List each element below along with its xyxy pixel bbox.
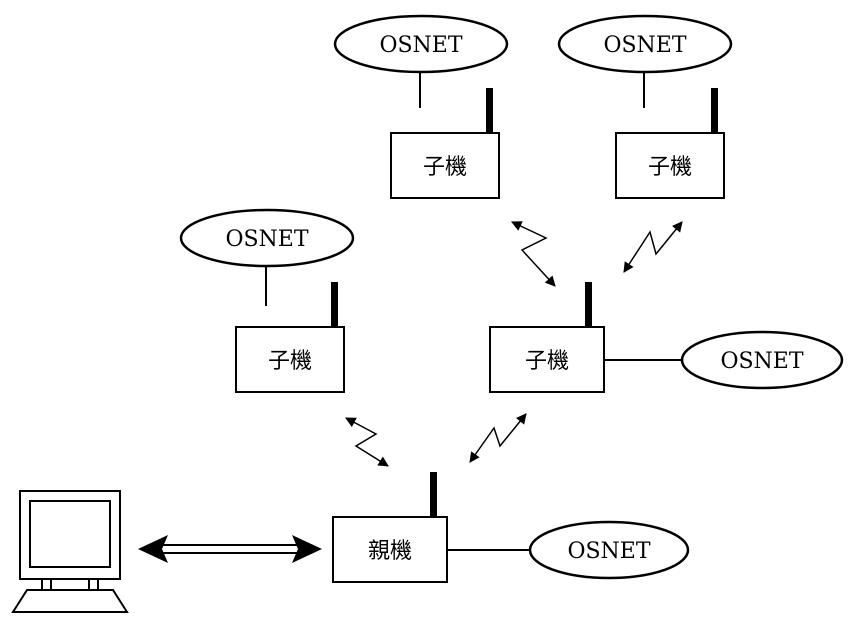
computer-icon (11, 490, 129, 613)
child-unit-top-right: 子機 OSNET (557, 14, 733, 199)
child-unit-label: 子機 (423, 155, 467, 180)
wireless-link-parent-to-right-child (469, 413, 527, 463)
monitor-stand-right (88, 578, 99, 591)
child-unit-label: 子機 (525, 349, 569, 374)
child-unit-label: 子機 (268, 349, 312, 374)
osnet-label: OSNET (603, 33, 686, 58)
parent-unit-box (332, 516, 448, 583)
osnet-node (557, 14, 733, 74)
osnet-node (333, 14, 509, 74)
child-unit-middle-left: 子機 OSNET (179, 208, 355, 393)
child-unit-top-left: 子機 OSNET (333, 14, 509, 199)
wireless-link-parent-to-left-child (345, 417, 389, 467)
antenna-icon (331, 282, 338, 327)
antenna-icon (430, 472, 437, 517)
child-unit-box (489, 326, 605, 393)
wireless-link-relay-to-top-left (511, 221, 556, 287)
osnet-node (528, 520, 690, 580)
parent-unit: 親機 OSNET (332, 472, 690, 583)
parent-unit-label: 親機 (368, 539, 412, 564)
antenna-icon (711, 88, 718, 133)
wired-connection-arrow (138, 535, 322, 563)
child-unit-box (390, 132, 500, 199)
osnet-label: OSNET (567, 539, 650, 564)
osnet-label: OSNET (225, 227, 308, 252)
osnet-label: OSNET (379, 33, 462, 58)
child-unit-box (615, 132, 725, 199)
child-unit-box (235, 326, 345, 393)
monitor-stand-left (41, 578, 52, 591)
antenna-icon (486, 88, 493, 133)
antenna-icon (585, 282, 592, 327)
keyboard (11, 589, 129, 613)
osnet-label: OSNET (720, 349, 803, 374)
child-unit-middle-right: 子機 OSNET (489, 282, 844, 393)
osnet-node (680, 330, 844, 390)
wireless-link-relay-to-top-right (623, 221, 683, 273)
monitor-screen (29, 500, 111, 568)
osnet-node (179, 208, 355, 268)
child-unit-label: 子機 (648, 155, 692, 180)
